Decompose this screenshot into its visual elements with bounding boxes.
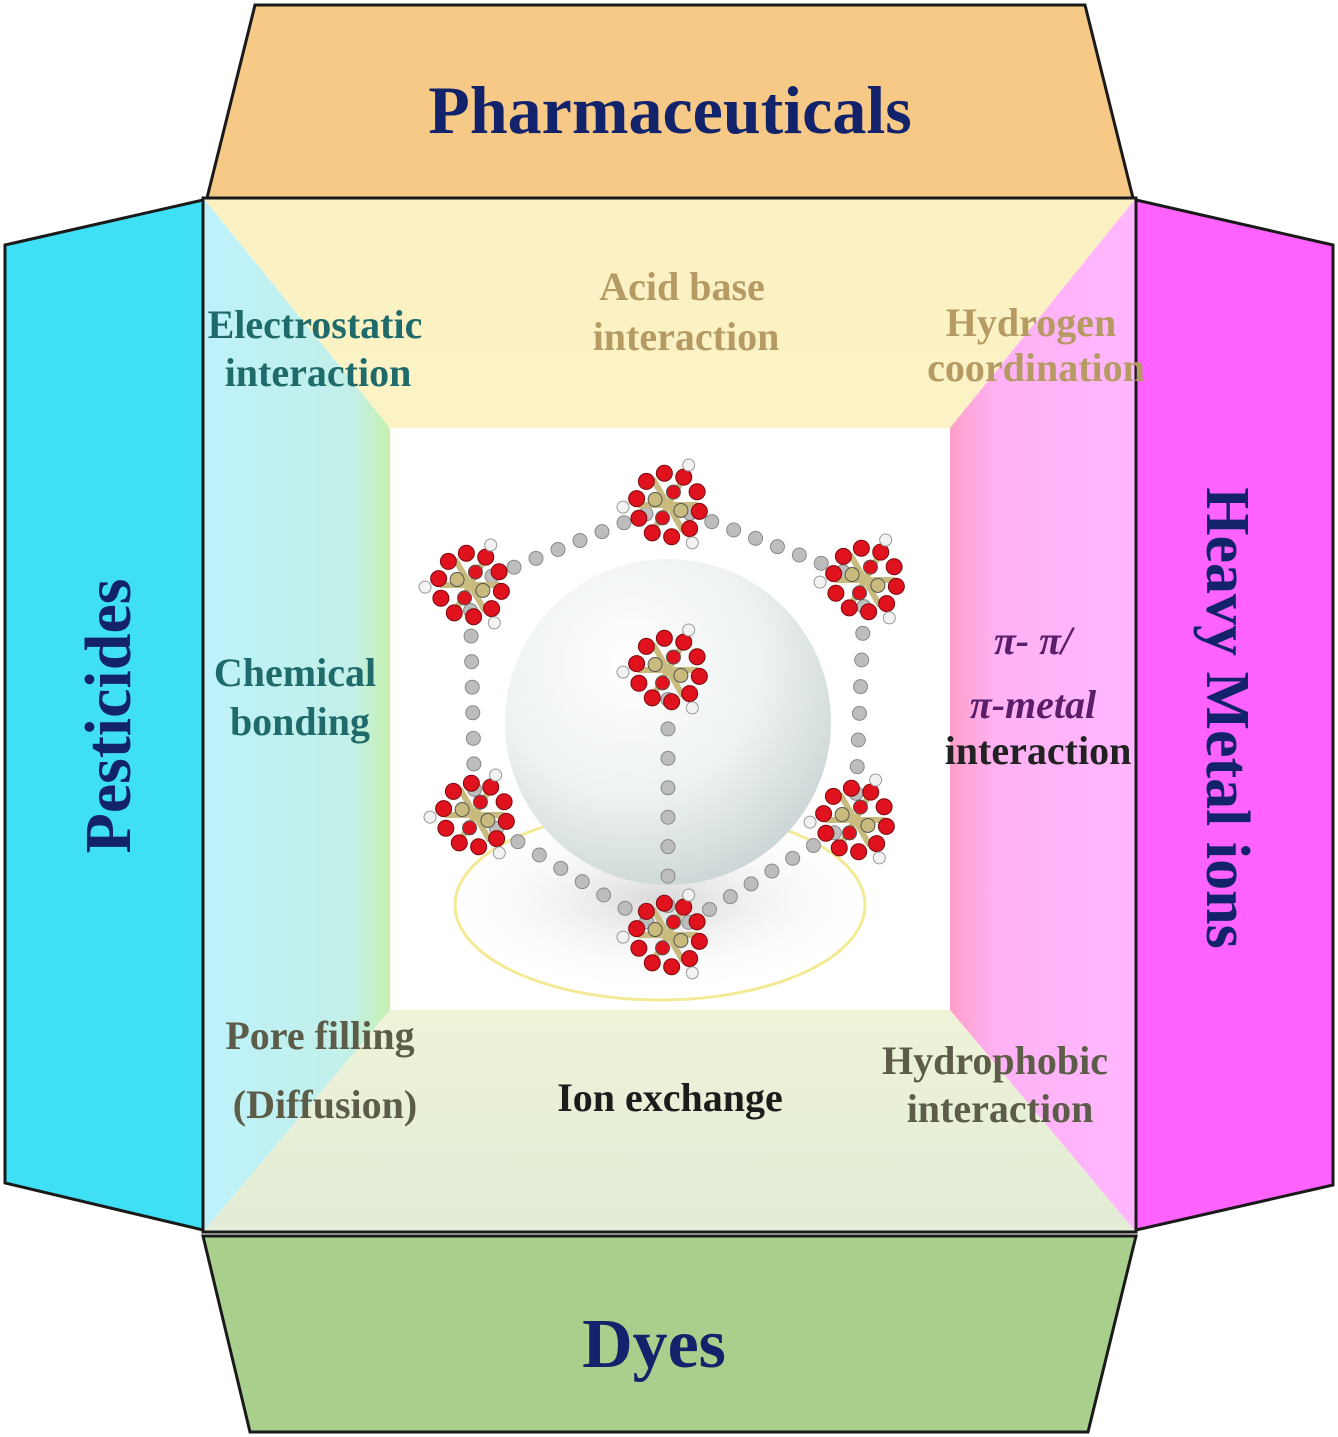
carbon-atom [743,876,759,892]
hydrogen-coordination-label: Hydrogen coordination [927,300,1145,390]
carbon-atom [464,679,480,695]
carbon-atom [463,628,479,644]
carbon-atom [617,900,633,916]
carbon-atom [849,759,865,775]
carbon-atom [465,705,481,721]
heavy-metal-ions-label: Heavy Metal ions [1193,487,1261,949]
inner-box-frame [201,196,1138,1234]
carbon-atom [702,901,718,917]
carbon-atom [764,863,780,879]
carbon-atom [854,652,870,668]
inner-bottom-panel [203,1010,1136,1232]
carbon-atom [660,780,676,796]
pesticides-label: Pesticides [72,579,145,854]
carbon-atom [510,834,526,850]
ion-exchange-label: Ion exchange [557,1075,783,1120]
carbon-atom [594,524,610,540]
inner-top-panel [203,198,1136,428]
carbon-atom [748,530,764,546]
carbon-atom [572,533,588,549]
hydrophobic-interaction-label: Hydrophobic interaction [882,1038,1118,1131]
zr-cluster [418,538,510,630]
carbon-atom [531,847,547,863]
carbon-atom [660,721,676,737]
pi-interaction-label: π- π/ π-metal interaction [945,618,1132,773]
carbon-atom [813,555,829,571]
zr-cluster [803,773,895,865]
carbon-atom [855,625,871,641]
pharmaceuticals-label: Pharmaceuticals [428,72,911,148]
carbon-atom [528,550,544,566]
zr-cluster [616,623,708,715]
carbon-atom [726,522,742,538]
carbon-atom [660,750,676,766]
chemical-bonding-label: Chemical bonding [214,650,386,744]
dyes-label: Dyes [582,1306,726,1383]
inner-left-panel [203,198,390,1232]
zr-cluster [813,533,905,625]
carbon-atom [660,868,676,884]
carbon-atom [465,730,481,746]
acid-base-interaction-label: Acid base interaction [593,264,780,359]
mof-structure-image [390,428,950,1010]
electrostatic-interaction-label: Electrostatic interaction [208,302,433,395]
carbon-atom [704,514,720,530]
zr-cluster [423,768,515,860]
carbon-atom [785,850,801,866]
pore-filling-label: Pore filling (Diffusion) [225,1013,424,1127]
carbon-atom [596,887,612,903]
carbon-atom [550,541,566,557]
carbon-atom [574,874,590,890]
carbon-atom [464,654,480,670]
bottom-flap [201,1234,1138,1434]
carbon-atom [851,705,867,721]
inner-right-panel [950,198,1136,1232]
carbon-atom [805,838,821,854]
carbon-atom [466,756,482,772]
carbon-atom [553,860,569,876]
carbon-atom [660,809,676,825]
zr-cluster [616,888,708,980]
zr-cluster [616,458,708,550]
carbon-atom [660,839,676,855]
carbon-atom [506,559,522,575]
zr-oxo-clusters [418,458,905,980]
carbon-atom [769,539,785,555]
carbon-atom [616,515,632,531]
carbon-atom [850,732,866,748]
carbon-atom [722,889,738,905]
carbon-atom [791,547,807,563]
carbon-atom [853,679,869,695]
